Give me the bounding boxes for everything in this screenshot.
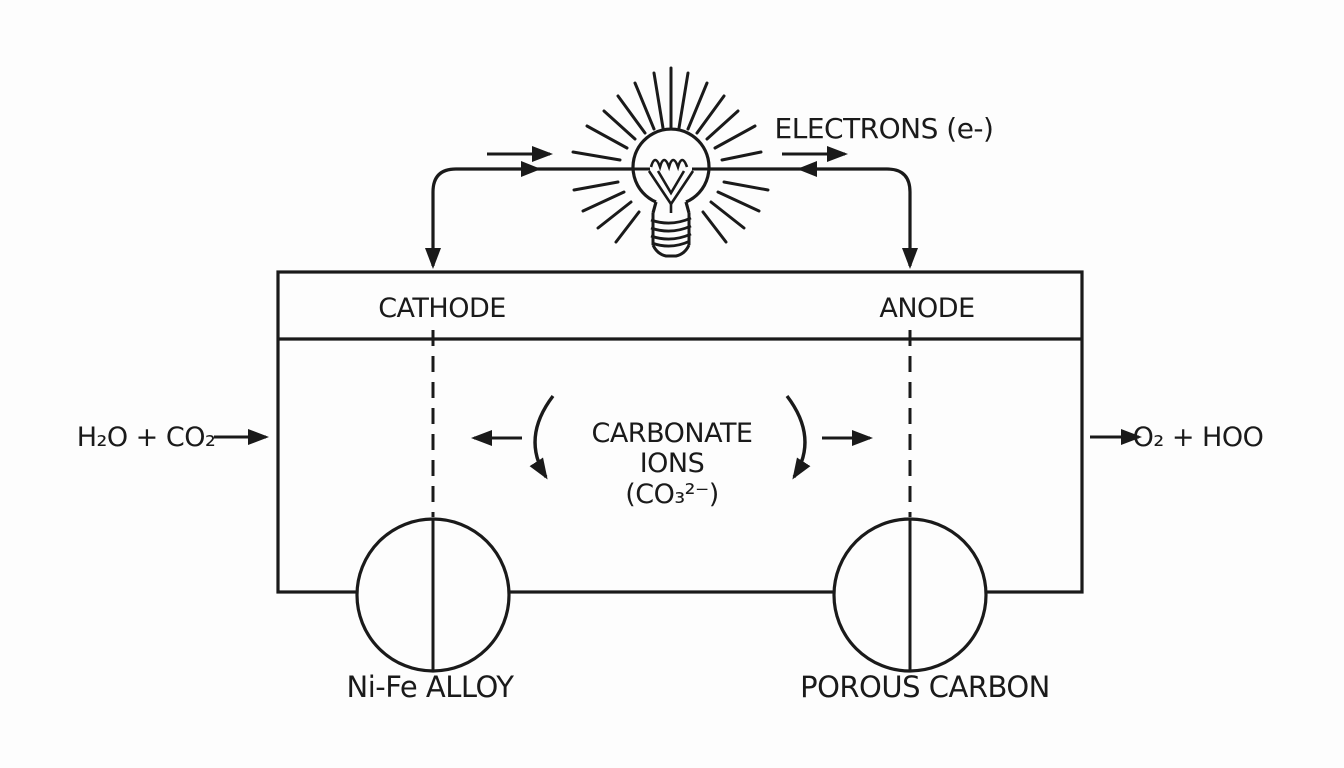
carbonate-ions-line3: (CO₃²⁻)	[625, 479, 719, 510]
left-electrode-label: Ni-Fe ALLOY	[347, 670, 515, 704]
carbonate-flow-left	[471, 394, 555, 480]
cathode-label: CATHODE	[378, 293, 506, 324]
carbonate-arc-left-icon	[529, 394, 555, 480]
left-input-formula: H₂O + CO₂	[77, 422, 216, 453]
electrons-label: ELECTRONS (e-)	[775, 112, 994, 145]
carbonate-ions-line1: CARBONATE	[591, 418, 752, 449]
anode-label: ANODE	[879, 293, 974, 324]
light-rays-icon	[571, 66, 770, 244]
carbonate-arc-right-icon	[785, 394, 811, 480]
carbonate-ions-line2: IONS	[640, 448, 705, 479]
wire-arrowhead-left-icon	[797, 161, 817, 177]
carbonate-flow-right	[785, 394, 873, 480]
electron-wire-right	[709, 146, 918, 269]
wire-arrowhead-right-icon	[521, 161, 541, 177]
right-electrode-label: POROUS CARBON	[800, 670, 1050, 704]
electron-wire-left	[425, 146, 633, 269]
cell-box	[276, 270, 1084, 594]
right-output: O₂ + HOO	[1090, 422, 1264, 453]
left-input: H₂O + CO₂	[77, 422, 269, 453]
light-bulb-icon	[571, 66, 770, 258]
right-electrode-circle	[832, 517, 988, 673]
left-electrode-circle	[355, 517, 511, 673]
right-output-formula: O₂ + HOO	[1133, 422, 1264, 453]
